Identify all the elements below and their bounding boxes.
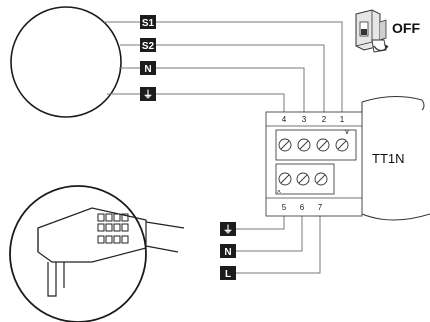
screw-terminal-1 xyxy=(335,138,349,152)
svg-text:⏚: ⏚ xyxy=(223,224,233,236)
terminal-5: 5 xyxy=(282,203,287,212)
device-name: TT1N xyxy=(372,151,405,166)
terminal-1: 1 xyxy=(340,115,345,124)
circuit-breaker-icon xyxy=(355,9,389,53)
svg-text:N: N xyxy=(144,64,151,75)
screw-terminal-5 xyxy=(278,172,292,186)
label-L: L xyxy=(220,266,236,280)
screw-terminal-4 xyxy=(278,138,292,152)
svg-text:N: N xyxy=(224,247,231,258)
svg-text:S1: S1 xyxy=(142,18,155,29)
svg-text:L: L xyxy=(225,269,231,280)
breaker-state-text: OFF xyxy=(392,20,420,36)
screw-terminal-2 xyxy=(316,138,330,152)
svg-text:S2: S2 xyxy=(142,41,155,52)
label-N-top: N xyxy=(140,61,156,75)
sensor-circle xyxy=(10,6,122,118)
sensor-wires xyxy=(104,21,140,95)
device-tt1n: TT1N xyxy=(361,96,430,221)
top-terminal-wires xyxy=(156,21,343,118)
terminal-4: 4 xyxy=(282,115,287,124)
label-N-bottom: N xyxy=(220,244,236,258)
terminal-7: 7 xyxy=(318,203,323,212)
label-S1: S1 xyxy=(140,15,156,29)
svg-text:⏚: ⏚ xyxy=(143,89,153,101)
label-S2: S2 xyxy=(140,38,156,52)
label-earth-bottom: ⏚ xyxy=(220,222,236,236)
bottom-terminal-wires xyxy=(236,208,321,274)
terminal-3: 3 xyxy=(302,115,307,124)
screw-terminal-3 xyxy=(297,138,311,152)
terminal-2: 2 xyxy=(322,115,327,124)
terminal-block: v ^ xyxy=(265,111,363,217)
svg-text:v: v xyxy=(345,127,349,136)
screw-terminal-7 xyxy=(314,172,328,186)
label-earth-top: ⏚ xyxy=(140,87,156,101)
terminal-6: 6 xyxy=(300,203,305,212)
screw-terminal-6 xyxy=(296,172,310,186)
plug-illustration xyxy=(9,185,185,322)
svg-text:^: ^ xyxy=(277,189,281,198)
